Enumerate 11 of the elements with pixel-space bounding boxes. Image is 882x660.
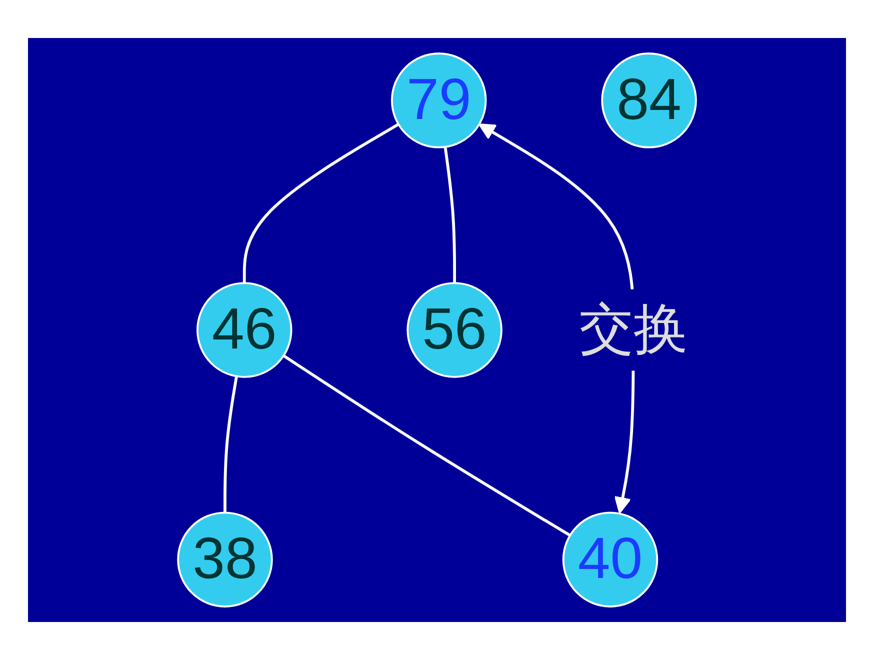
connector: [242, 123, 400, 284]
node-circle: [601, 52, 697, 148]
node-circle: [196, 282, 292, 378]
diagram-background: 交换 79 46 56 38 40 84: [28, 38, 846, 622]
connector: [282, 354, 571, 537]
connector: [224, 376, 238, 513]
node-circle: [177, 512, 273, 608]
node-circle: [406, 282, 502, 378]
node-circle: [562, 512, 658, 608]
connector: [444, 146, 456, 284]
node-circle: [390, 52, 487, 148]
